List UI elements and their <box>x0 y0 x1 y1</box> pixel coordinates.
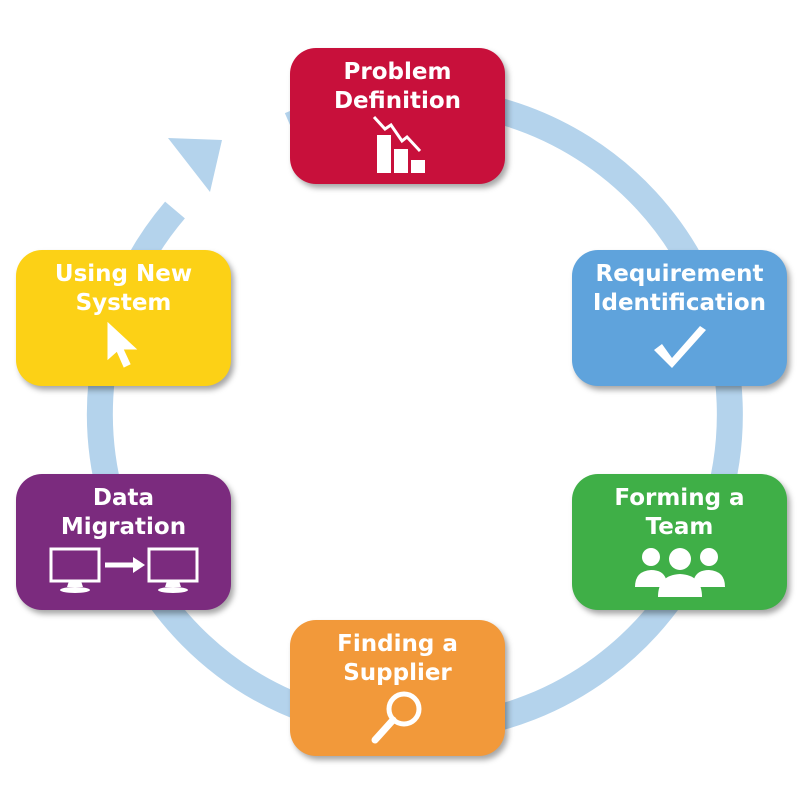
step-title: Finding a Supplier <box>337 631 458 686</box>
cycle-arrowhead <box>168 138 222 192</box>
step-finding-a-supplier: Finding a Supplier <box>290 620 505 756</box>
step-title: Requirement Identification <box>592 261 767 316</box>
step-title: Data Migration <box>60 485 187 540</box>
checkmark-icon <box>572 316 787 378</box>
step-title: Problem Definition <box>333 59 462 114</box>
step-title: Using New System <box>54 261 193 316</box>
step-data-migration: Data Migration <box>16 474 231 610</box>
declining-bar-chart-icon <box>290 114 505 176</box>
step-title: Forming a Team <box>614 485 745 540</box>
people-group-icon <box>572 540 787 602</box>
magnifying-glass-icon <box>290 686 505 748</box>
step-requirement-identification: Requirement Identification <box>572 250 787 386</box>
step-using-new-system: Using New System <box>16 250 231 386</box>
mouse-cursor-icon <box>16 316 231 378</box>
computer-transfer-icon <box>16 540 231 602</box>
step-forming-a-team: Forming a Team <box>572 474 787 610</box>
step-problem-definition: Problem Definition <box>290 48 505 184</box>
